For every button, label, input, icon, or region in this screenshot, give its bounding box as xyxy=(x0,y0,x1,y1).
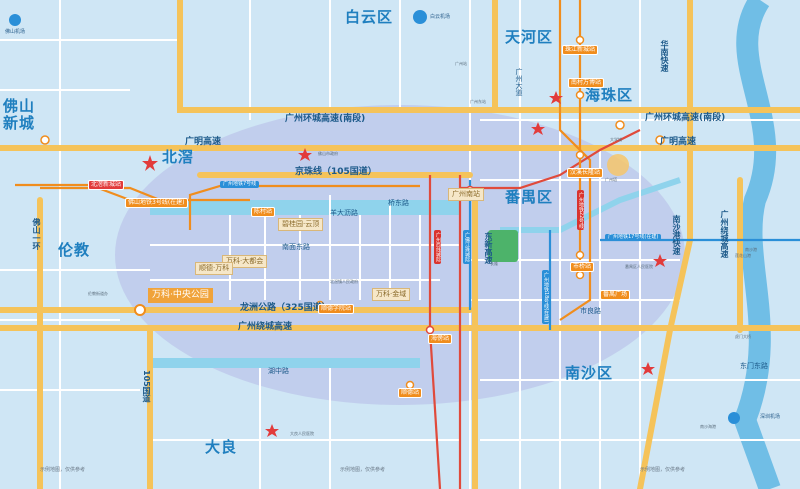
poi-box-3: 顺德·万科 xyxy=(195,262,234,275)
metro-line17-badge: 广州地铁17号线(在建) xyxy=(605,234,662,241)
poi-canton-tower: 广州塔 xyxy=(605,177,617,182)
canton-tower-marker xyxy=(607,154,629,176)
road-dongmen: 东门东路 xyxy=(740,362,768,370)
project-label[interactable]: 万科·中央公园 xyxy=(148,288,213,303)
road-qiaodong: 桥东路 xyxy=(388,199,409,207)
road-jingzhu: 京珠线（105国道） xyxy=(295,167,377,177)
road-guangzhou-dadao: 广州大道 xyxy=(515,68,523,96)
metro-line18-badge: 广州地铁18号线(在建) xyxy=(542,270,549,325)
road-guangzhou-ring-right: 广州环城高速(南段) xyxy=(645,113,726,123)
metro-huguang-badge: 广佛江珠城际 xyxy=(463,230,470,264)
poi-panyu-hosp: 番禺区人民医院 xyxy=(625,264,653,269)
poi-humen-bridge: 虎门大桥 xyxy=(735,334,751,339)
road-guangzhou-raocheng-v: 广州绕城高速 xyxy=(720,210,729,258)
poi-guangzhou-station: 广州站 xyxy=(455,61,467,66)
road-guangming-right: 广明高速 xyxy=(660,137,697,147)
poi-south-sea: 南沙海港 xyxy=(700,424,716,429)
poi-university-town: 大学城 xyxy=(610,137,622,142)
station-panyu-sq[interactable]: 番禺广场 xyxy=(600,290,631,300)
river-segment xyxy=(150,200,460,215)
road-nansha-gang: 南沙港快速 xyxy=(672,215,681,255)
district-foshan-xincheng: 佛山新城 xyxy=(3,97,36,132)
district-baiyun: 白云区 xyxy=(345,8,394,26)
road-guangzhou-ring: 广州环城高速(南段) xyxy=(285,114,366,124)
metro-shunde-line-badge: 广州西线城际 xyxy=(434,230,441,264)
district-haizhu: 海珠区 xyxy=(585,86,634,104)
road-yangda: 羊大沥路 xyxy=(330,209,358,217)
poi-lianhua: 莲花山港 xyxy=(735,253,751,258)
poi-guangzhou-east: 广州东站 xyxy=(470,99,486,104)
airport-baiyun-label: 白云机场 xyxy=(430,14,451,20)
road-mian: 市良路 xyxy=(580,307,601,315)
project-marker[interactable] xyxy=(134,304,146,316)
metro-line7-badge: 广州地铁7号线 xyxy=(220,181,260,188)
district-lunjiao: 伦教 xyxy=(58,241,91,259)
road-longzhou: 龙洲公路（325国道） xyxy=(240,303,331,313)
metro-line22-badge: 广州地铁22号线 xyxy=(577,190,584,231)
poi-daliang-hosp: 大良人民医院 xyxy=(290,431,314,436)
station-haibang[interactable]: 海傍站 xyxy=(428,334,453,344)
station-nancun[interactable]: 南村万博站 xyxy=(568,78,605,88)
poi-chimelong: 长隆 xyxy=(490,261,498,266)
road-foshan-yihuan: 佛山一环 xyxy=(32,218,41,250)
footer-left: 示例地图，仅供参考 xyxy=(40,467,86,473)
poi-beijiao-gov: 北滘镇人民政府 xyxy=(330,279,358,284)
poi-nansha-port: 南沙港 xyxy=(745,247,757,252)
poi-lunjiao-gov: 伦教街道办 xyxy=(88,291,108,296)
district-beijiao: 北滘 xyxy=(162,148,195,166)
airport-icon xyxy=(9,14,21,26)
district-tianhe: 天河区 xyxy=(505,28,554,46)
river-segment xyxy=(150,358,420,368)
park-area xyxy=(488,230,518,262)
footer-right: 示例地图，仅供参考 xyxy=(640,467,686,473)
station-chencun[interactable]: 陈村站 xyxy=(251,207,276,217)
pearl-river xyxy=(733,0,781,489)
station-zhujiang[interactable]: 珠江新城站 xyxy=(562,45,599,55)
landmark-stars xyxy=(142,91,667,437)
poi-box-2: 碧桂园·云顶 xyxy=(278,218,324,231)
airport-foshan-label: 佛山机场 xyxy=(5,29,26,35)
district-daliang: 大良 xyxy=(205,438,238,456)
station-shunde-college[interactable]: 顺德学院站 xyxy=(318,304,355,314)
road-guangming: 广明高速 xyxy=(185,137,222,147)
airport-icon xyxy=(413,10,427,24)
road-nanmian: 南面东路 xyxy=(282,243,310,251)
poi-foshan-gov: 佛山市政府 xyxy=(318,151,338,156)
poi-box-1: 万科·大都会 xyxy=(222,255,268,268)
road-g105: 105国道 xyxy=(142,370,151,403)
station-beijiao-xc[interactable]: 北滘新城站 xyxy=(88,180,125,190)
poi-box-4: 万科·金域 xyxy=(372,288,411,301)
district-nansha: 南沙区 xyxy=(565,364,614,382)
road-guangzhou-raocheng: 广州绕城高速 xyxy=(238,322,293,332)
road-hedong: 湖中路 xyxy=(268,367,289,375)
road-dongxin: 东新高速 xyxy=(484,232,493,264)
airport-icon xyxy=(728,412,740,424)
footer-mid: 示例地图，仅供参考 xyxy=(340,467,386,473)
district-panyu: 番禺区 xyxy=(505,188,554,206)
station-shunde[interactable]: 顺德站 xyxy=(398,388,423,398)
station-shiqiao[interactable]: 市桥站 xyxy=(570,262,595,272)
airport-shenzhen-label: 深圳机场 xyxy=(760,414,781,420)
station-hanxi[interactable]: 汉溪长隆站 xyxy=(567,168,604,178)
poi-box-5: 广州南站 xyxy=(448,188,484,201)
station-line3[interactable]: 佛山地铁3号线(在建) xyxy=(125,198,188,208)
road-huanan: 华南快速 xyxy=(660,40,669,72)
